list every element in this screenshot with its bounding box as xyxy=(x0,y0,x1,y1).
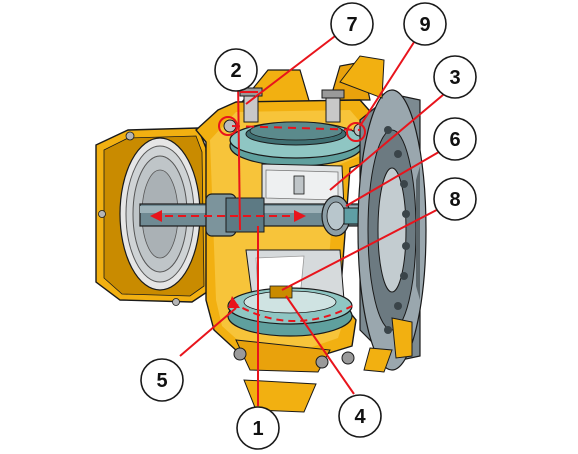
callout-6-label: 6 xyxy=(449,129,460,151)
callout-5: 5 xyxy=(140,358,184,402)
right-flange xyxy=(357,89,427,371)
callout-4-label: 4 xyxy=(354,406,366,428)
callout-9-label: 9 xyxy=(419,14,430,36)
callout-1: 1 xyxy=(236,406,280,450)
callout-2: 2 xyxy=(214,48,258,92)
callout-7-label: 7 xyxy=(346,14,357,36)
shaft xyxy=(139,193,381,237)
callout-1-label: 1 xyxy=(252,418,263,440)
callout-9: 9 xyxy=(403,2,447,46)
callout-8: 8 xyxy=(433,177,477,221)
callout-7: 7 xyxy=(330,2,374,46)
right-casing-bits xyxy=(233,55,413,373)
top-flow-marks xyxy=(218,116,366,142)
callout-5-label: 5 xyxy=(156,370,167,392)
callout-6: 6 xyxy=(433,117,477,161)
leader-lines xyxy=(179,29,457,406)
callout-8-label: 8 xyxy=(449,189,460,211)
callout-4: 4 xyxy=(338,394,382,438)
callout-3: 3 xyxy=(433,55,477,99)
callout-2-label: 2 xyxy=(230,60,241,82)
lower-ring xyxy=(227,285,353,337)
callout-3-label: 3 xyxy=(449,67,460,89)
